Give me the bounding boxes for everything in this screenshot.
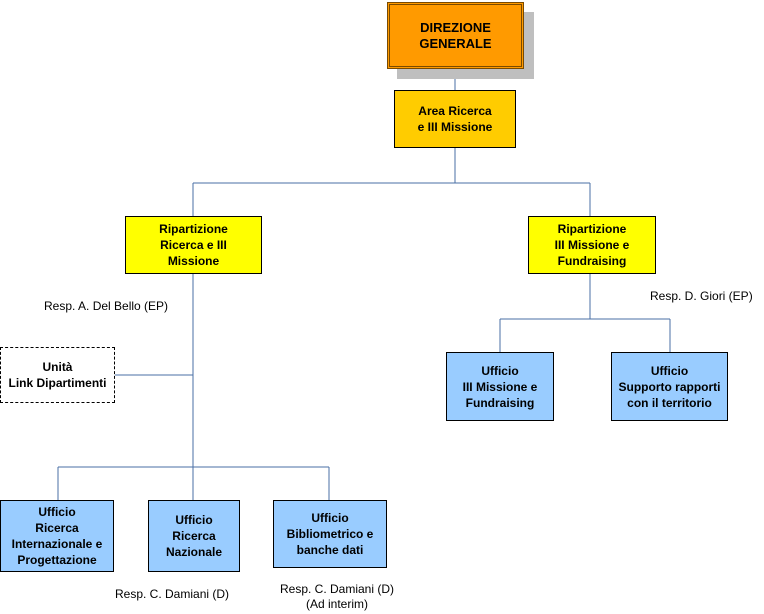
area-ricerca-box: Area Ricerca e III Missione (394, 90, 516, 148)
ufficio-nazionale-label: Ufficio Ricerca Nazionale (165, 513, 222, 559)
ufficio-territorio-label: Ufficio Supporto rapporti con il territo… (618, 363, 721, 410)
unita-link-box: Unità Link Dipartimenti (0, 347, 115, 403)
ripartizione-ricerca-box: Ripartizione Ricerca e III Missione (125, 216, 262, 274)
ripartizione-missione-label: Ripartizione III Missione e Fundraising (554, 222, 630, 268)
ufficio-internazionale-box: Ufficio Ricerca Internazionale e Progett… (0, 500, 114, 572)
ufficio-nazionale-box: Ufficio Ricerca Nazionale (148, 500, 240, 572)
ufficio-internazionale-label: Ufficio Ricerca Internazionale e Progett… (11, 505, 103, 567)
unita-link-label: Unità Link Dipartimenti (8, 360, 107, 390)
ufficio-fundraising-box: Ufficio III Missione e Fundraising (446, 352, 554, 421)
resp-ufficio-bibliometrico: Resp. C. Damiani (D) (Ad interim) (279, 582, 395, 611)
ufficio-bibliometrico-box: Ufficio Bibliometrico e banche dati (273, 500, 387, 568)
ufficio-fundraising-label: Ufficio III Missione e Fundraising (462, 363, 538, 410)
direzione-generale-label: DIREZIONE GENERALE (419, 19, 492, 51)
resp-ufficio-nazionale: Resp. C. Damiani (D) (115, 587, 230, 601)
resp-ripartizione-missione: Resp. D. Giori (EP) (650, 289, 753, 303)
ufficio-bibliometrico-label: Ufficio Bibliometrico e banche dati (286, 511, 374, 557)
resp-ripartizione-ricerca: Resp. A. Del Bello (EP) (44, 299, 169, 313)
direzione-generale-box: DIREZIONE GENERALE (387, 2, 524, 69)
area-ricerca-label: Area Ricerca e III Missione (417, 104, 493, 134)
ufficio-territorio-box: Ufficio Supporto rapporti con il territo… (611, 352, 728, 421)
ripartizione-ricerca-label: Ripartizione Ricerca e III Missione (159, 222, 228, 268)
ripartizione-missione-box: Ripartizione III Missione e Fundraising (528, 216, 656, 274)
